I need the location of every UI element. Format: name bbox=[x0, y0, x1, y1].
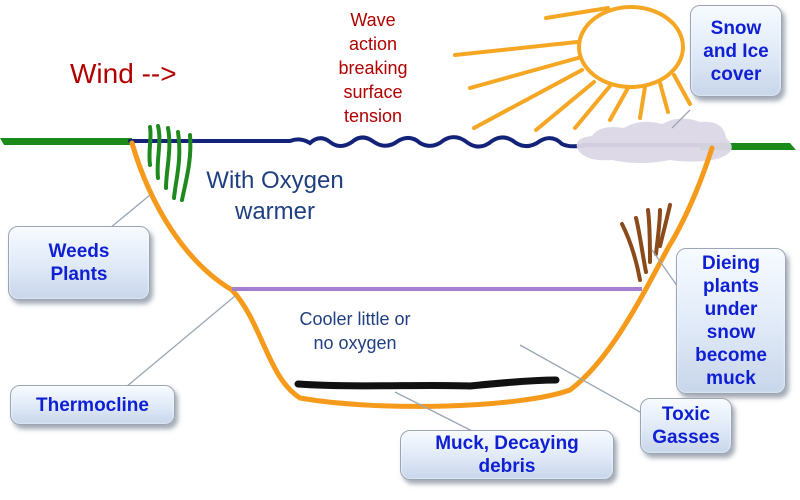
callout-line: Dieing bbox=[701, 253, 761, 274]
wind-label: Wind --> bbox=[70, 58, 177, 89]
with-oxygen-label: With Oxygen warmer bbox=[185, 165, 365, 227]
snow-ice-cloud bbox=[576, 118, 732, 163]
cooler-line-2: no oxygen bbox=[313, 333, 397, 353]
dead-plants-icon bbox=[620, 203, 672, 282]
callout-line: Toxic bbox=[661, 404, 711, 425]
sun-icon bbox=[453, 5, 692, 132]
muck-layer bbox=[294, 376, 560, 390]
oxygen-line-1: With Oxygen bbox=[206, 167, 344, 194]
callout-line: and Ice bbox=[703, 40, 769, 62]
callout-line: Muck, Decaying bbox=[435, 433, 579, 454]
pointer-lines bbox=[109, 109, 691, 436]
ground-left bbox=[0, 138, 132, 145]
callout-line: Snow bbox=[710, 17, 762, 39]
callout-dieing-plants: Dieing plants under snow become muck bbox=[676, 248, 786, 394]
callout-line: debris bbox=[478, 456, 536, 477]
water-surface bbox=[128, 135, 702, 149]
wave-line-3: breaking bbox=[338, 58, 408, 78]
callout-line: Gasses bbox=[652, 427, 720, 448]
wave-line-4: surface bbox=[343, 82, 403, 102]
lake-bed bbox=[129, 140, 715, 409]
callout-line: snow bbox=[706, 322, 756, 343]
callout-line: muck bbox=[706, 368, 756, 389]
callout-line: Weeds bbox=[48, 241, 110, 262]
callout-weeds-plants: Weeds Plants bbox=[8, 226, 150, 300]
callout-line: Plants bbox=[50, 264, 108, 285]
callout-line: cover bbox=[710, 63, 762, 85]
callout-line: plants bbox=[703, 276, 759, 297]
oxygen-line-2: warmer bbox=[234, 198, 315, 225]
wave-action-label: Wave action breaking surface tension bbox=[318, 8, 428, 128]
wave-line-1: Wave bbox=[350, 10, 396, 30]
callout-snow-ice: Snow and Ice cover bbox=[690, 5, 782, 97]
cooler-line-1: Cooler little or bbox=[299, 309, 411, 329]
callout-thermocline: Thermocline bbox=[10, 385, 175, 425]
wave-line-2: action bbox=[348, 34, 398, 54]
callout-line: become bbox=[695, 345, 767, 366]
wave-line-5: tension bbox=[343, 106, 403, 126]
cooler-label: Cooler little or no oxygen bbox=[270, 307, 440, 355]
weeds-icon bbox=[147, 124, 193, 202]
callout-toxic-gasses: Toxic Gasses bbox=[640, 398, 732, 454]
callout-line: Thermocline bbox=[36, 394, 149, 416]
callout-line: under bbox=[704, 299, 758, 320]
callout-muck-debris: Muck, Decaying debris bbox=[400, 430, 614, 480]
